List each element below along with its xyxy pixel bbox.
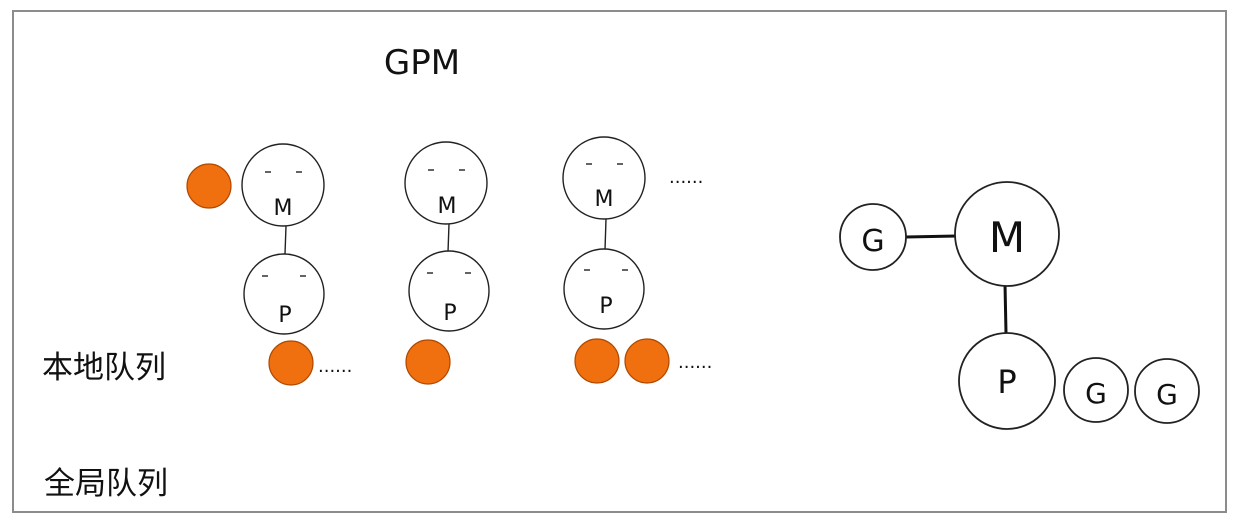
m-p-link-1 [284, 225, 287, 255]
machine-label-3: M [595, 187, 614, 212]
more-groups-indicator: ...... [669, 167, 703, 188]
local-goroutine-2 [405, 339, 451, 385]
gpm-group-2: M P [404, 141, 490, 385]
machine-node-2 [404, 141, 488, 225]
local-queue-label: 本地队列 [42, 350, 166, 386]
legend-processor [958, 332, 1056, 430]
machine-node-1 [241, 143, 325, 227]
legend-goroutine-right-1-label: G [1085, 377, 1107, 410]
processor-node-3 [563, 248, 645, 330]
legend-machine [954, 181, 1060, 287]
gpm-group-3: M P ...... ...... [562, 136, 712, 384]
g-m-link [905, 234, 958, 239]
machine-node-3 [562, 136, 646, 220]
machine-label-2: M [438, 194, 457, 219]
local-queue-more-1: ...... [318, 356, 352, 377]
diagram-title: GPM [384, 43, 460, 83]
legend-goroutine-left [839, 203, 907, 271]
local-goroutine-1 [268, 340, 314, 386]
local-goroutine-3a [574, 338, 620, 384]
global-queue-label: 全局队列 [44, 466, 168, 502]
local-goroutine-3b [624, 338, 670, 384]
gmp-legend: G M P G G [839, 181, 1200, 430]
legend-goroutine-right-2 [1134, 358, 1200, 424]
gpm-group-1: M P ...... [186, 143, 352, 386]
legend-processor-label: P [997, 363, 1016, 401]
local-queue-more-3: ...... [678, 352, 712, 373]
processor-label-1: P [278, 303, 291, 328]
legend-goroutine-right-1 [1063, 357, 1129, 423]
machine-label-1: M [274, 196, 293, 221]
m-p-link [1003, 283, 1008, 334]
processor-node-1 [243, 253, 325, 335]
processor-node-2 [408, 250, 490, 332]
legend-goroutine-left-label: G [861, 224, 884, 259]
processor-label-3: P [599, 294, 612, 319]
running-goroutine-1 [186, 163, 232, 209]
legend-machine-label: M [989, 213, 1025, 262]
legend-goroutine-right-2-label: G [1156, 378, 1178, 411]
m-p-link-2 [447, 223, 450, 253]
m-p-link-3 [604, 218, 607, 251]
processor-label-2: P [443, 301, 456, 326]
